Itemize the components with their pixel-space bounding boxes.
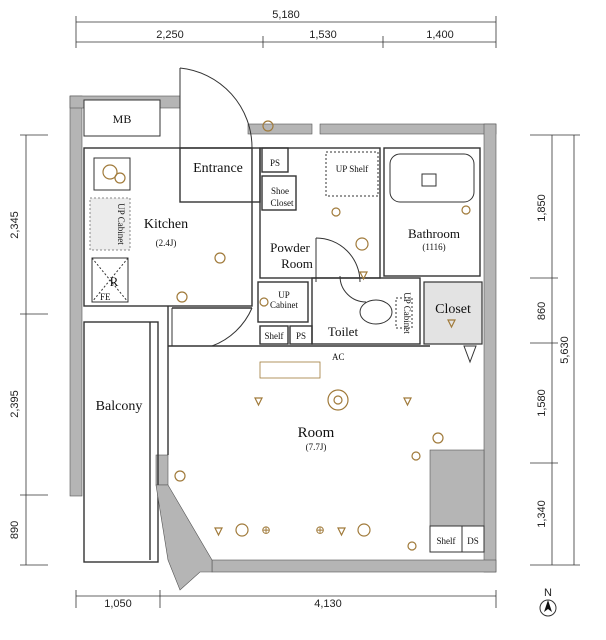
- room-label: Room: [298, 425, 335, 441]
- dim-top-part-2: 1,530: [309, 29, 337, 41]
- dim-left-part-2: 2,395: [9, 390, 21, 418]
- kitchen-label: Kitchen: [144, 217, 188, 232]
- dim-left-part-1: 2,345: [9, 211, 21, 239]
- fe-label: FE: [100, 292, 111, 302]
- up-cabinet-kitchen-label: UP Cabinet: [116, 203, 126, 245]
- ds-label: DS: [467, 536, 479, 546]
- ps-lower-label: PS: [296, 331, 306, 341]
- ac-unit: [259, 361, 321, 379]
- kitchen-fixtures: [89, 157, 131, 303]
- dim-top-part-1: 2,250: [156, 29, 184, 41]
- refrigerator-label: R: [110, 274, 119, 289]
- ps-upper-label: PS: [270, 158, 280, 168]
- bathtub: [389, 153, 475, 203]
- mb-box: [83, 99, 161, 137]
- room-size: (7.7J): [306, 442, 327, 452]
- up-shelf-box: [325, 151, 379, 197]
- dim-right-part-1: 1,850: [536, 194, 548, 222]
- dimension-top: [75, 16, 497, 48]
- bathroom-size: (1116): [422, 242, 445, 252]
- dimension-bottom: [75, 590, 497, 608]
- dim-bottom-part-2: 4,130: [314, 598, 342, 610]
- kitchen-size: (2.4J): [156, 238, 177, 248]
- powder-room-label-2: Room: [281, 256, 313, 271]
- up-shelf-label: UP Shelf: [336, 164, 368, 174]
- compass-north-label: N: [544, 587, 552, 599]
- up-cabinet-toilet-label: UP Cabinet: [402, 292, 412, 334]
- dimension-right: [530, 134, 580, 566]
- shoe-closet-label-1: Shoe: [271, 186, 289, 196]
- up-cabinet-powder-label-2: Cabinet: [270, 300, 298, 310]
- powder-room-label-1: Powder: [270, 240, 310, 255]
- dim-right-part-3: 1,580: [536, 389, 548, 417]
- bathroom-label: Bathroom: [408, 226, 460, 241]
- doors: [171, 67, 477, 364]
- shelf-lower-label: Shelf: [437, 536, 456, 546]
- entrance-label: Entrance: [193, 161, 243, 176]
- mb-label: MB: [113, 112, 132, 126]
- shelf-upper-label: Shelf: [265, 331, 284, 341]
- dim-left-part-3: 890: [9, 521, 21, 539]
- up-cabinet-powder-label-1: UP: [278, 290, 290, 300]
- balcony-label: Balcony: [96, 399, 143, 414]
- dim-top-total: 5,180: [272, 9, 300, 21]
- toilet-bowl: [359, 299, 393, 325]
- dim-top-part-3: 1,400: [426, 29, 454, 41]
- ac-label: AC: [332, 352, 345, 362]
- dim-right-total: 5,630: [559, 336, 571, 364]
- north-compass: [539, 599, 557, 617]
- dim-right-part-4: 1,340: [536, 500, 548, 528]
- up-cabinet-toilet-box: [395, 297, 413, 329]
- shoe-closet-label-2: Closet: [270, 198, 294, 208]
- dimension-left: [20, 134, 48, 566]
- toilet-label: Toilet: [328, 324, 359, 339]
- svg-text:⊕: ⊕: [315, 523, 325, 537]
- closet-box: [423, 281, 483, 345]
- bath-faucet-icon: [421, 173, 437, 187]
- interior-walls: [83, 147, 481, 591]
- closet-label: Closet: [435, 302, 471, 317]
- svg-text:⊕: ⊕: [261, 523, 271, 537]
- dim-bottom-part-1: 1,050: [104, 598, 132, 610]
- fixture-symbols: ⊕ ⊕: [174, 120, 471, 551]
- ds-box: [461, 525, 485, 553]
- dim-right-part-2: 860: [536, 302, 548, 320]
